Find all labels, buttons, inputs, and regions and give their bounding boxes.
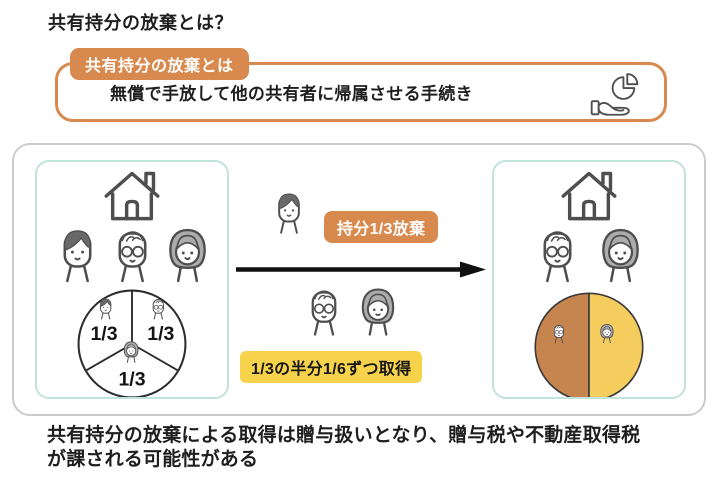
house-icon [96, 166, 168, 224]
owners-before-row [50, 225, 215, 286]
arrow-right-icon [236, 261, 486, 278]
share-label-man-young: 1/3 [90, 323, 117, 345]
transfer-zone: 持分1/3放棄 1/3の半分1/6ずつ取得 [228, 181, 492, 393]
diagram-container: 1/3 1/3 1/3 持分1/3放棄 1/3の半分1/6ずつ取得 [12, 143, 706, 416]
man-older-glasses-icon [530, 225, 585, 286]
share-label-man-older: 1/3 [147, 323, 174, 345]
acquiring-owners-row [300, 285, 402, 339]
definition-box: 共有持分の放棄とは 無償で手放して他の共有者に帰属させる手続き [55, 48, 667, 122]
waive-badge: 持分1/3放棄 [324, 211, 439, 243]
footer-note: 共有持分の放棄による取得は贈与扱いとなり、贈与税や不動産取得税が課される可能性が… [47, 425, 641, 470]
owners-after-row [530, 225, 648, 286]
share-label-woman: 1/3 [118, 369, 145, 391]
hand-holding-pie-icon [587, 71, 649, 119]
woman-icon [160, 225, 215, 286]
man-young-icon [50, 225, 105, 286]
pie-chart-before: 1/3 1/3 1/3 [77, 289, 187, 397]
page-title: 共有持分の放棄とは？ [48, 13, 233, 33]
man-older-glasses-icon [105, 225, 160, 286]
acquire-badge: 1/3の半分1/6ずつ取得 [240, 351, 423, 383]
waiving-man-icon [268, 189, 310, 237]
panel-after [492, 160, 686, 399]
house-icon [553, 166, 625, 224]
panel-before: 1/3 1/3 1/3 [35, 160, 229, 399]
definition-description: 無償で手放して他の共有者に帰属させる手続き [110, 84, 473, 104]
pie-chart-after [534, 292, 644, 397]
definition-tab-label: 共有持分の放棄とは [70, 48, 249, 80]
man-older-glasses-icon [300, 285, 348, 339]
woman-icon [593, 225, 648, 286]
woman-icon [354, 285, 402, 339]
